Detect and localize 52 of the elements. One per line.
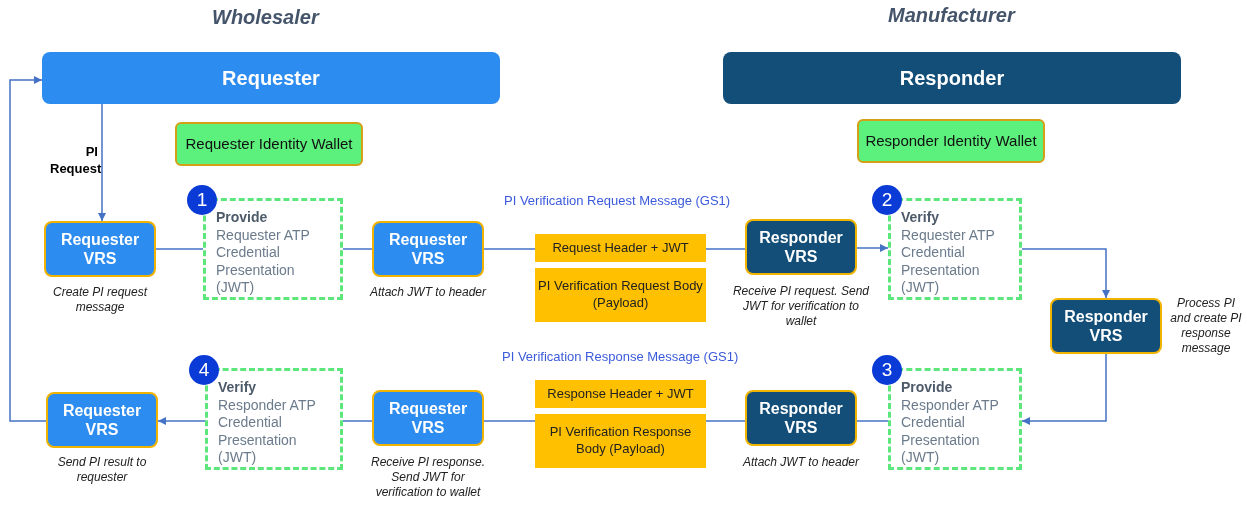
step-text: Requester ATP Credential Presentation (JWT) (216, 226, 311, 297)
message-box: PI Verification Request Body (Payload) (535, 268, 706, 322)
process-box: Requester VRS (44, 221, 156, 277)
process-box: Responder VRS (1050, 298, 1162, 354)
connector-line (705, 248, 746, 250)
message-box: Response Header + JWT (535, 380, 706, 408)
connector-line (856, 420, 889, 422)
step-number: 4 (189, 355, 219, 385)
step-number: 3 (872, 355, 902, 385)
process-box: Requester VRS (372, 390, 484, 446)
message-label: PI Verification Response Message (GS1) (502, 349, 739, 364)
arrow (98, 103, 106, 222)
connector-line (155, 248, 204, 250)
step-text: Responder ATP Credential Presentation (JWT) (218, 396, 317, 467)
column-heading: Manufacturer (888, 4, 1015, 27)
wallet-box: Responder Identity Wallet (857, 119, 1045, 163)
step-heading: Verify (218, 379, 257, 397)
arrow (1021, 248, 1110, 299)
step-heading: Provide (901, 379, 953, 397)
step-number: 2 (872, 185, 902, 215)
arrow (1021, 353, 1107, 425)
caption-text: Attach JWT to header (368, 285, 488, 300)
caption-text: Attach JWT to header (741, 455, 861, 470)
message-label: PI Verification Request Message (GS1) (504, 193, 731, 208)
step-text: Responder ATP Credential Presentation (JWT) (901, 396, 1000, 467)
process-box: Responder VRS (745, 390, 857, 446)
step-number: 1 (187, 185, 217, 215)
process-box: Requester VRS (372, 221, 484, 277)
message-box: PI Verification Response Body (Payload) (535, 414, 706, 468)
role-header-bar: Responder (723, 52, 1181, 104)
step-text: Requester ATP Credential Presentation (JWT) (901, 226, 996, 297)
caption-text: Receive PI response. Send JWT for verification to wallet (369, 455, 487, 500)
connector-line (483, 248, 536, 250)
message-box: Request Header + JWT (535, 234, 706, 262)
caption-text: Create PI request message (51, 285, 149, 315)
step-heading: Provide (216, 209, 268, 227)
connector-line (483, 420, 536, 422)
caption-text: Process PI and create PI response message (1169, 296, 1243, 356)
wallet-box: Requester Identity Wallet (175, 122, 363, 166)
connector-line (705, 420, 746, 422)
connector-line (342, 420, 373, 422)
column-heading: Wholesaler (212, 6, 319, 29)
arrow (9, 76, 47, 422)
step-heading: Verify (901, 209, 940, 227)
connector-line (342, 248, 373, 250)
role-header-bar: Requester (42, 52, 500, 104)
caption-text: Receive PI request. Send JWT for verification to wallet (731, 284, 871, 329)
process-box: Responder VRS (745, 219, 857, 275)
arrow (856, 244, 889, 252)
process-box: Requester VRS (46, 392, 158, 448)
arrow (157, 417, 206, 425)
caption-text: Send PI result to requester (56, 455, 148, 485)
